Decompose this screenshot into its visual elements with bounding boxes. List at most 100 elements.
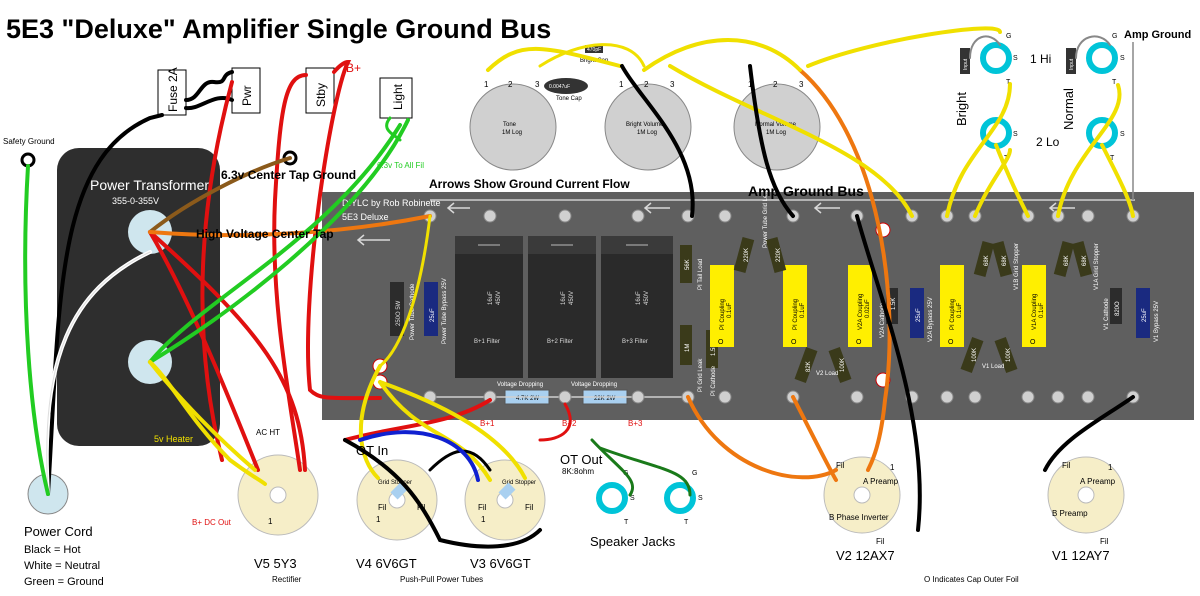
svg-text:Fil: Fil	[1062, 461, 1071, 470]
svg-text:220K: 220K	[744, 248, 750, 262]
svg-text:Fil: Fil	[378, 503, 387, 512]
svg-text:V1B Grid Stopper: V1B Grid Stopper	[1014, 243, 1020, 290]
svg-text:T: T	[624, 519, 629, 526]
standby-switch: Stby	[305, 67, 335, 114]
svg-text:25uF: 25uF	[430, 308, 436, 322]
power-tube-cathode-resistor: 250O 5W Power Tube Cathode	[390, 282, 416, 340]
filter-cap-b3: 16uF 450V B+3 Filter	[601, 236, 673, 378]
svg-text:Input: Input	[963, 58, 969, 70]
svg-text:Pwr: Pwr	[240, 85, 254, 106]
svg-text:V2 Load: V2 Load	[816, 371, 838, 377]
center-tap-ground-label: 6.3v Center Tap Ground	[221, 168, 356, 182]
power-switch: Pwr	[231, 67, 261, 114]
svg-text:Light: Light	[391, 83, 405, 110]
v3-label: V3 6V6GT	[470, 556, 531, 571]
svg-text:68K: 68K	[1082, 255, 1088, 266]
svg-text:V2A Cathode: V2A Cathode	[880, 302, 886, 338]
svg-text:Tone Cap: Tone Cap	[556, 96, 582, 102]
svg-text:0.1uF: 0.1uF	[1039, 302, 1045, 318]
svg-text:16uF: 16uF	[561, 291, 567, 305]
svg-text:Fil: Fil	[836, 461, 845, 470]
pt-grid-leak-resistors: 220K 220K Power Tube Grid Leak	[733, 187, 787, 273]
svg-text:0.1uF: 0.1uF	[800, 302, 806, 318]
svg-text:1: 1	[1108, 463, 1113, 472]
svg-text:25uF: 25uF	[916, 308, 922, 322]
ot-out-label: OT Out	[560, 452, 603, 467]
svg-text:4.7K 2W: 4.7K 2W	[516, 396, 539, 402]
svg-text:B+1 Filter: B+1 Filter	[474, 339, 500, 345]
svg-text:3: 3	[535, 80, 540, 89]
v1a-coupling-cap: V1A Coupling 0.1uF O	[1022, 265, 1046, 347]
svg-text:250O 5W: 250O 5W	[396, 300, 402, 326]
svg-text:450V: 450V	[644, 291, 650, 305]
all-fil-label: 6.3v To All Fil	[377, 161, 424, 170]
svg-text:PI Coupling: PI Coupling	[720, 299, 726, 330]
svg-text:T: T	[1112, 79, 1117, 86]
svg-text:470pF: 470pF	[587, 47, 601, 53]
svg-text:Grid Stopper: Grid Stopper	[502, 480, 536, 486]
svg-text:O: O	[718, 339, 724, 346]
pt-rating: 355-0-355V	[112, 196, 159, 206]
svg-text:PI Coupling: PI Coupling	[793, 299, 799, 330]
svg-text:O: O	[1030, 339, 1036, 346]
svg-text:Power Tube Bypass 25V: Power Tube Bypass 25V	[442, 278, 448, 344]
svg-text:68K: 68K	[984, 255, 990, 266]
power-transformer	[57, 148, 220, 446]
amp-ground-bus-label: Amp Ground Bus	[748, 183, 864, 199]
svg-text:O: O	[791, 339, 797, 346]
wires	[23, 26, 1135, 549]
svg-text:2: 2	[773, 80, 778, 89]
svg-text:25uF: 25uF	[1142, 308, 1148, 322]
svg-text:A Preamp: A Preamp	[863, 477, 899, 486]
ot-out-value: 8K:8ohm	[562, 467, 594, 476]
v5-label: V5 5Y3	[254, 556, 297, 571]
svg-text:O: O	[856, 339, 862, 346]
ac-ht-label: AC HT	[256, 428, 280, 437]
pt-label: Power Transformer	[90, 177, 209, 193]
input-lo-label: 2 Lo	[1036, 135, 1060, 149]
arrows-note: Arrows Show Ground Current Flow	[429, 177, 630, 191]
svg-text:B+2 Filter: B+2 Filter	[547, 339, 573, 345]
svg-text:PI Cathode: PI Cathode	[711, 365, 717, 396]
svg-text:V2A Coupling: V2A Coupling	[858, 294, 864, 330]
svg-text:S: S	[698, 495, 703, 502]
normal-volume-pot: Normal Volume 1M Log 1 2 3	[733, 80, 821, 171]
svg-text:S: S	[1013, 55, 1018, 62]
v1a-grid-stopper: 68K 68K V1A Grid Stopper	[1053, 241, 1100, 290]
svg-text:1: 1	[484, 80, 489, 89]
v2a-bypass-cap: 25uF V2A Bypass 25V	[910, 288, 934, 342]
pi-grid-leak-resistor: 1M PI Grid Leak	[680, 325, 704, 392]
svg-text:0.1uF: 0.1uF	[957, 302, 963, 318]
board-name: 5E3 Deluxe	[342, 212, 389, 222]
svg-text:Voltage Dropping: Voltage Dropping	[571, 382, 617, 388]
svg-text:1M Log: 1M Log	[637, 130, 657, 136]
power-cord-label: Power Cord	[24, 524, 93, 539]
svg-text:S: S	[1013, 131, 1018, 138]
svg-text:22K 2W: 22K 2W	[594, 396, 616, 402]
svg-text:0.1uF: 0.1uF	[727, 302, 733, 318]
svg-text:T: T	[1006, 79, 1011, 86]
svg-text:220K: 220K	[776, 248, 782, 262]
svg-text:0.02uF: 0.02uF	[865, 299, 871, 318]
svg-text:V1 Cathode: V1 Cathode	[1104, 298, 1110, 330]
svg-text:Tone: Tone	[503, 122, 517, 128]
svg-text:Power Tube Cathode: Power Tube Cathode	[410, 283, 416, 340]
svg-text:T: T	[1110, 155, 1115, 162]
svg-text:1.5K: 1.5K	[891, 298, 897, 310]
svg-text:V1A Grid Stopper: V1A Grid Stopper	[1094, 243, 1100, 290]
svg-text:Fil: Fil	[876, 537, 885, 546]
amp-ground-label: Amp Ground	[1124, 29, 1191, 41]
svg-text:PI Coupling: PI Coupling	[950, 299, 956, 330]
v1-label: V1 12AY7	[1052, 548, 1110, 563]
svg-text:G: G	[1112, 33, 1117, 40]
svg-text:PI Grid Leak: PI Grid Leak	[698, 358, 704, 392]
tone-cap: 0.0047uF Tone Cap	[544, 78, 588, 102]
heater-5v-label: 5v Heater	[154, 434, 193, 444]
svg-text:1M Log: 1M Log	[502, 130, 522, 136]
svg-text:Fil: Fil	[478, 503, 487, 512]
svg-text:S: S	[1120, 55, 1125, 62]
svg-text:1: 1	[376, 515, 381, 524]
svg-text:16uF: 16uF	[488, 291, 494, 305]
safety-ground-label: Safety Ground	[3, 137, 55, 146]
